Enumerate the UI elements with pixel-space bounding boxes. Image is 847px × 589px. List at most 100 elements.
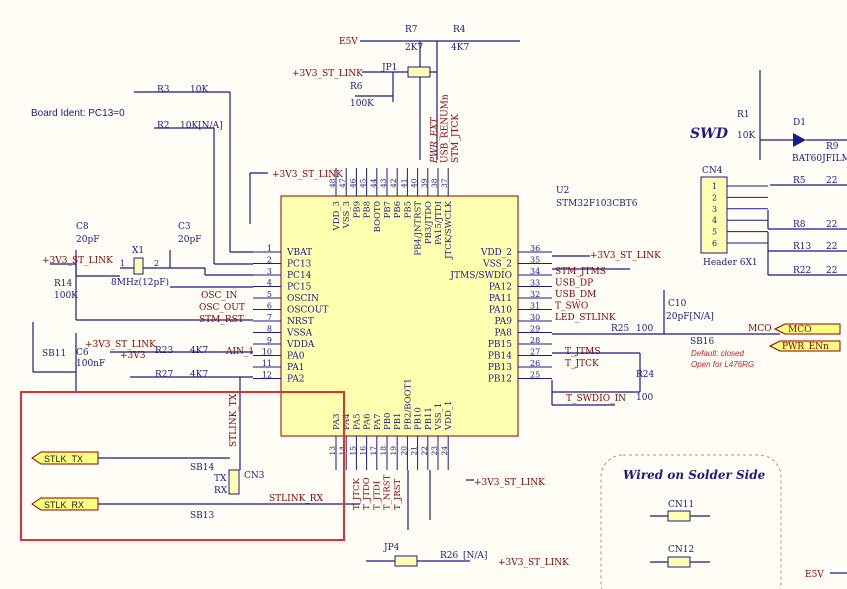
jp1-ref: JP1 <box>381 63 397 73</box>
pin-num-47: 47 <box>338 178 347 188</box>
pin-num-40: 40 <box>410 178 419 188</box>
pwr-enn-flag-label: PWR_ENn <box>782 342 829 352</box>
r24-ref: R24 <box>636 370 655 380</box>
c10-value: 20pF[N/A] <box>666 312 714 322</box>
pin-num-21: 21 <box>410 446 419 456</box>
pin-num-17: 17 <box>369 446 378 456</box>
wire-segment <box>32 322 77 392</box>
c3-ref: C3 <box>178 222 191 232</box>
r26-value: [N/A] <box>463 551 487 561</box>
x1-pin2: 2 <box>154 259 159 268</box>
mco-net: MCO <box>748 324 771 334</box>
r14-value: 100K <box>54 291 78 301</box>
pin-num-33: 33 <box>530 279 540 288</box>
pin-name-27: PB14 <box>488 352 512 362</box>
pin-num-9: 9 <box>267 336 272 345</box>
right-net-label: STM_JTMS <box>555 267 606 277</box>
t-jtck-net: T_JTCK <box>565 359 599 369</box>
pin-num-34: 34 <box>530 267 540 276</box>
pin-num-30: 30 <box>530 313 540 322</box>
cn4-pin-num: 1 <box>712 182 717 191</box>
c8-value: 20pF <box>76 235 99 245</box>
pin-name-17: PA7 <box>373 414 383 431</box>
right-net-label: LED_STLINK <box>555 313 616 323</box>
pin-name-33: PA12 <box>489 283 512 293</box>
pin-num-4: 4 <box>267 279 272 288</box>
board-ident: Board Ident: PC13=0 <box>31 108 125 119</box>
r2-value: 10K[N/A] <box>180 121 223 131</box>
e5v-net: E5V <box>339 37 358 47</box>
pin-name-5: OSCIN <box>287 294 319 304</box>
pin-num-18: 18 <box>379 446 388 456</box>
t-jtms-net: T_JTMS <box>565 347 601 357</box>
r27-value: 4K7 <box>190 370 208 380</box>
pin-num-13: 13 <box>328 446 337 456</box>
cn3-tx: TX <box>214 474 227 484</box>
d1-diode <box>793 133 806 147</box>
pin-num-45: 45 <box>359 178 368 188</box>
pin-num-36: 36 <box>530 244 540 253</box>
pin-name-16: PA6 <box>363 414 373 431</box>
pin-name-25: PB12 <box>488 375 512 385</box>
pin-num-42: 42 <box>389 178 398 188</box>
swd-resistor-value: 22 <box>826 266 837 276</box>
sb16-note-default: Default: closed <box>691 349 744 358</box>
pin-name-43: PB7 <box>383 201 393 218</box>
wire-segment <box>134 91 253 253</box>
pin-num-5: 5 <box>267 290 272 299</box>
cn4-pin-num: 6 <box>712 239 717 248</box>
r3-value: 10K <box>190 85 208 95</box>
pin-name-22: PB11 <box>424 407 434 430</box>
pin-name-31: PA10 <box>489 306 512 316</box>
pin-name-21: PB10 <box>414 407 424 430</box>
pin-name-39: PB3/JTDO <box>424 201 434 244</box>
d1-ref: D1 <box>793 118 806 128</box>
wire-segment <box>355 72 394 102</box>
pin-name-26: PB13 <box>488 363 512 373</box>
pin-name-13: PA3 <box>332 414 342 431</box>
stlk-tx-flag <box>31 451 99 465</box>
pin-num-32: 32 <box>530 290 540 299</box>
pin-num-39: 39 <box>420 178 429 188</box>
swd-resistor-ref: R8 <box>793 220 806 230</box>
wire-segment <box>407 470 474 530</box>
pin-name-47: VSS_3 <box>342 201 352 229</box>
jp4-jumper <box>394 555 418 567</box>
swd-resistor-ref: R13 <box>793 242 812 252</box>
pin-name-40: PB4/JNTRST <box>414 201 424 256</box>
jp1-jumper <box>407 66 431 78</box>
pin-name-1: VBAT <box>286 248 312 258</box>
wire-segment <box>362 41 438 160</box>
stm-rst-net: STM_RST <box>199 315 244 325</box>
pin-num-14: 14 <box>338 446 347 456</box>
r27-ref: R27 <box>155 370 174 380</box>
r3-ref: R3 <box>157 85 170 95</box>
pin-name-8: VSSA <box>286 329 313 339</box>
pin-num-12: 12 <box>262 371 272 380</box>
pin-num-22: 22 <box>420 446 429 456</box>
c3-value: 20pF <box>178 235 201 245</box>
pin-name-3: PC14 <box>287 271 312 281</box>
pin-name-46: PB9 <box>352 201 362 218</box>
wire-segment <box>154 127 253 265</box>
cn3-connector <box>228 469 240 495</box>
stlink-tx-vertical-net: STLINK_TX <box>229 393 239 447</box>
cn4-footer: Header 6X1 <box>703 258 758 268</box>
stlk-tx-flag-label: STLK_TX <box>44 454 83 464</box>
pin-name-48: VDD_3 <box>332 201 342 231</box>
jp4-ref: JP4 <box>383 543 400 553</box>
v33-stlink-net-left: +3V3_ST_LINK <box>272 170 343 180</box>
wire-layer <box>32 40 847 574</box>
pin-name-45: PB8 <box>363 201 373 218</box>
r1-value: 10K <box>737 131 755 141</box>
x1-crystal <box>133 257 144 275</box>
x1-pin1: 1 <box>120 259 125 268</box>
cn4-pin-num: 3 <box>712 205 717 214</box>
pin-name-24: VDD_1 <box>444 401 454 431</box>
pin-num-31: 31 <box>530 302 540 311</box>
x1-value: 8MHz(12pF) <box>111 277 169 288</box>
pin-num-44: 44 <box>369 178 378 188</box>
e5v-net-bottom: E5V <box>805 570 824 580</box>
